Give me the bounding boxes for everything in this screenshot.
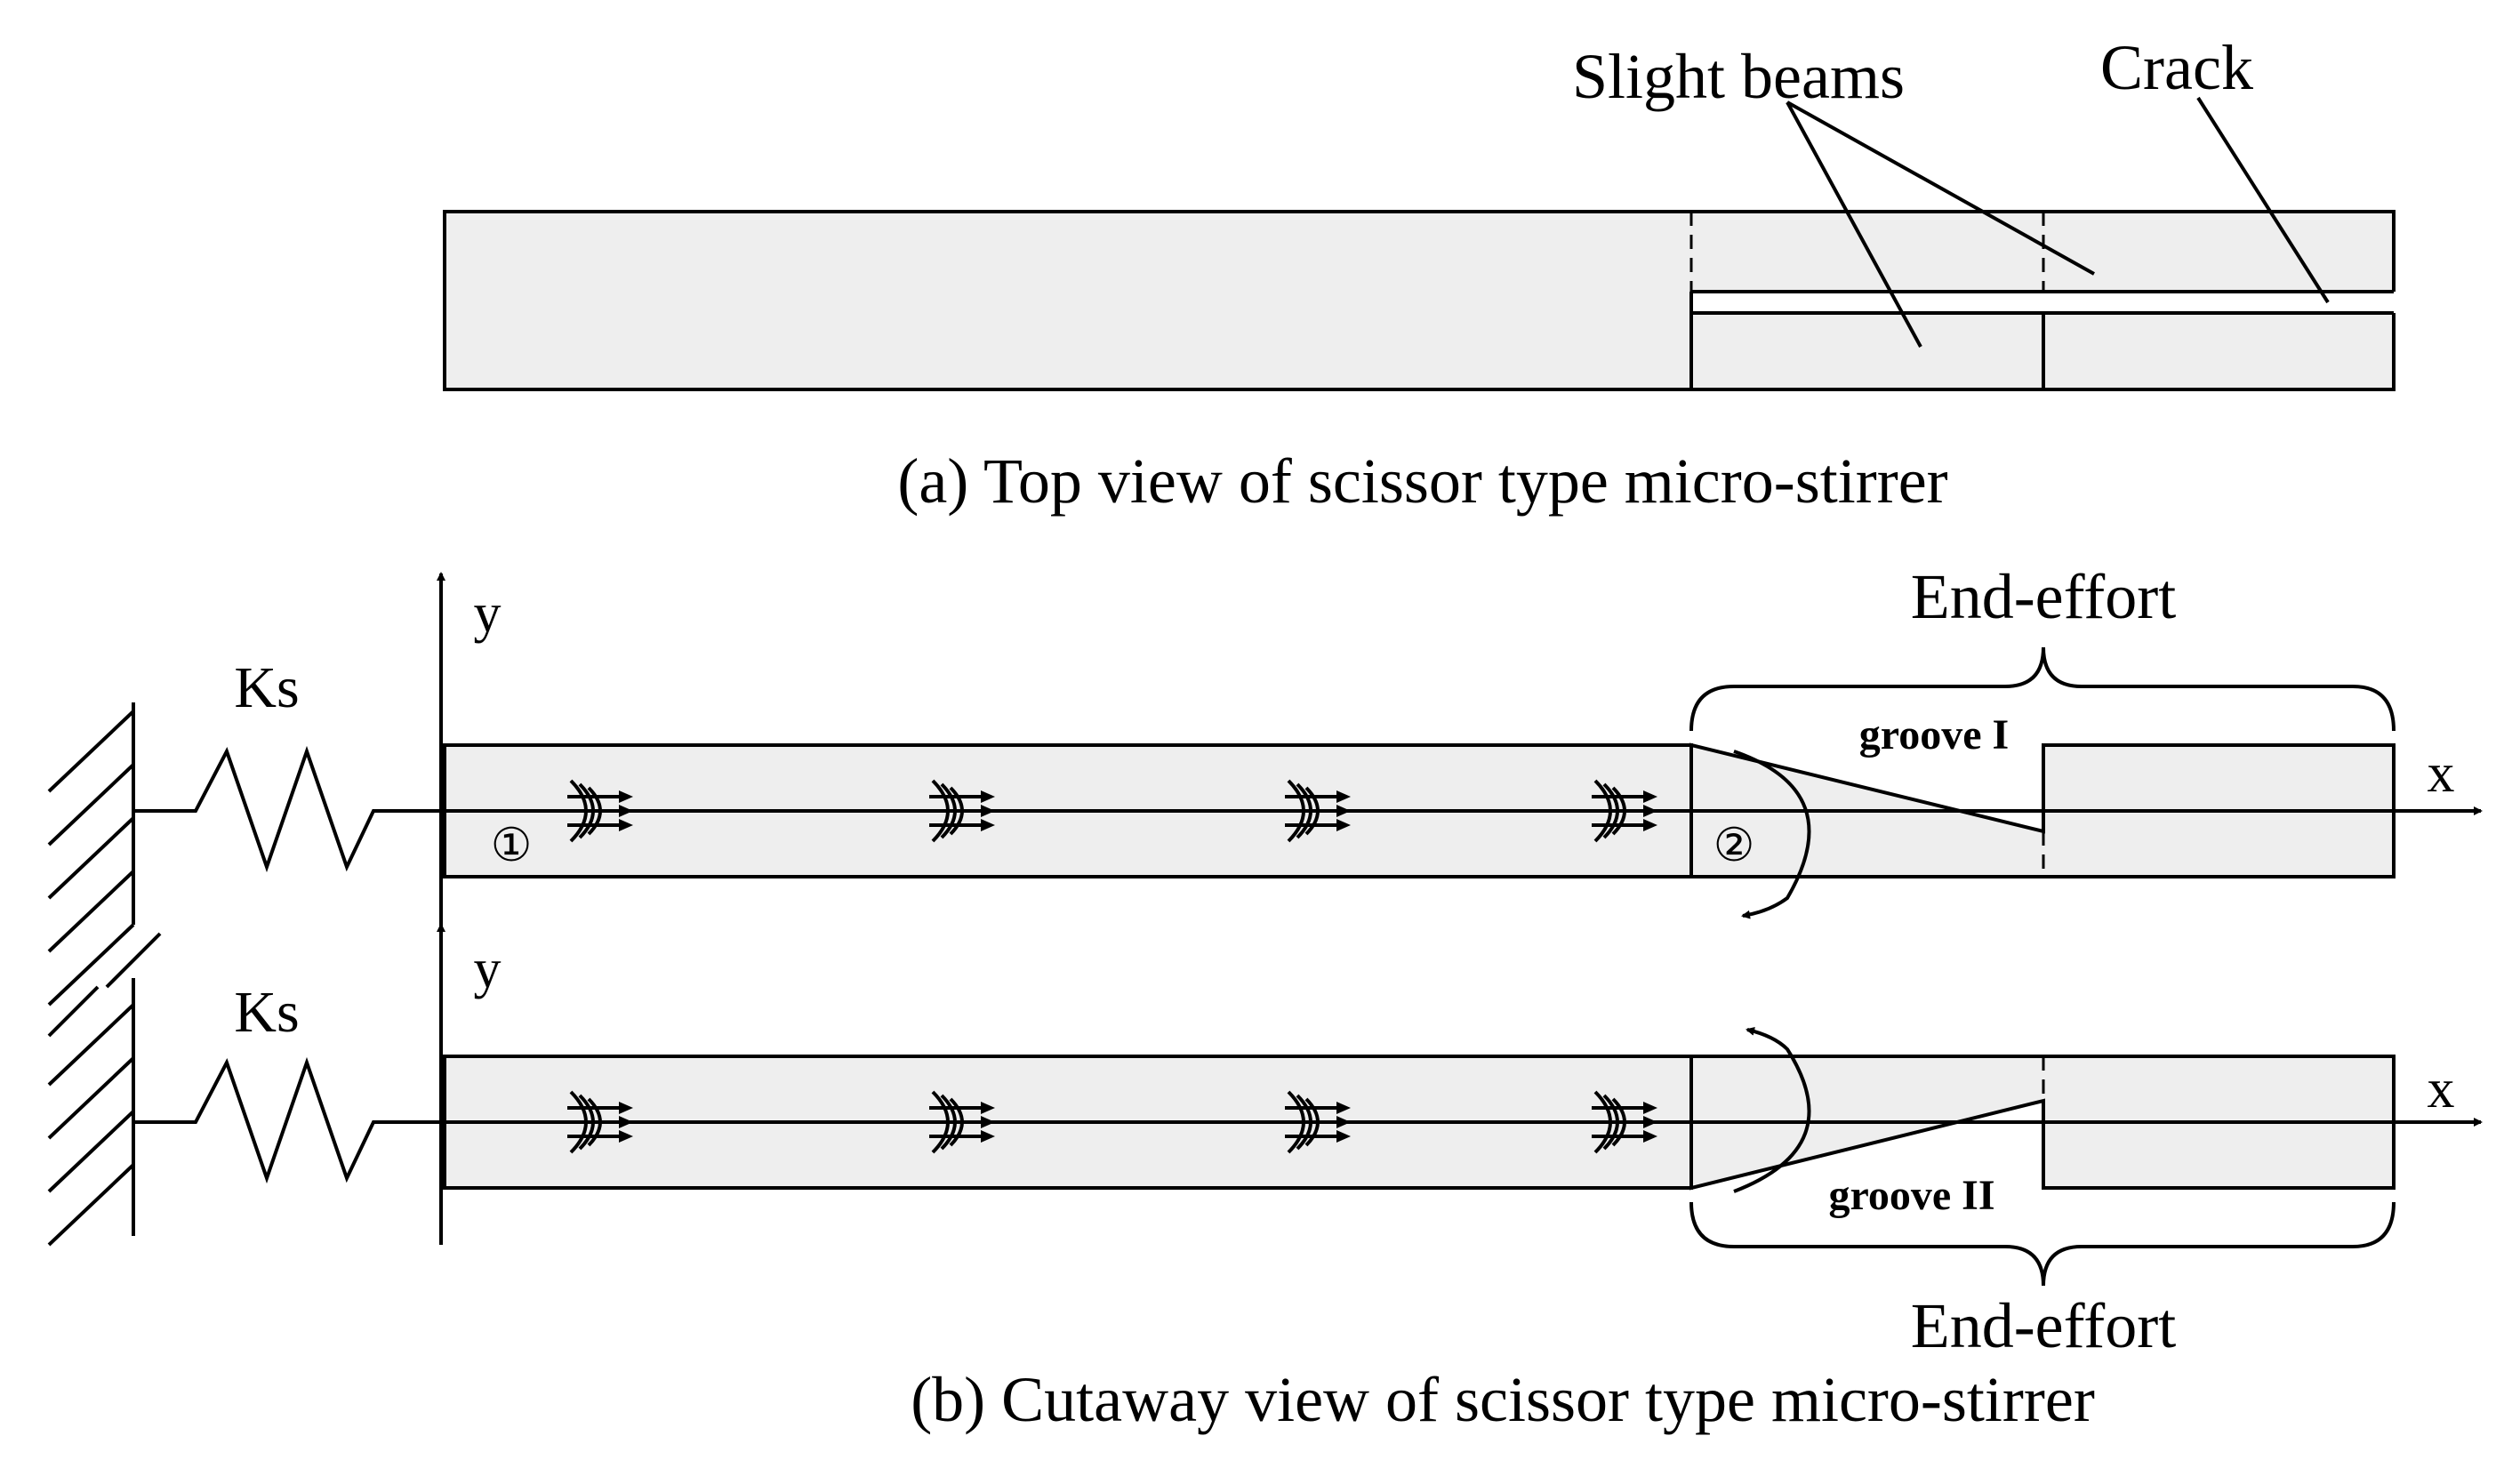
end-effort-label-lower: End-effort: [1911, 1290, 2177, 1361]
spring-lower: [133, 1056, 445, 1184]
ks-label-upper: Ks: [234, 655, 299, 720]
circled-2-label: ②: [1713, 821, 1755, 871]
end-effort-brace-lower: [1689, 1201, 2396, 1287]
cutaway-lower: Ks y x groove II End-effort (b) Cutaway …: [133, 923, 2483, 1435]
x-label-upper: x: [2428, 743, 2455, 804]
crack-label: Crack: [2100, 32, 2253, 103]
x-label-lower: x: [2428, 1059, 2455, 1119]
circled-1-label: ①: [491, 821, 533, 871]
caption-b: (b) Cutaway view of scissor type micro-s…: [911, 1364, 2095, 1435]
end-effort-label-upper: End-effort: [1911, 561, 2177, 632]
top-view: Slight beams Crack (a) Top view of sciss…: [443, 32, 2396, 517]
cutaway-upper: Ks y x ① ② groove I End-effort: [133, 561, 2483, 934]
end-effort-brace-upper: [1689, 646, 2396, 732]
rotation-arrow-lower: [1733, 1026, 1811, 1193]
crack-leader: [2196, 96, 2330, 304]
slight-beams-leader-upper: [1786, 100, 2095, 276]
spring-upper: [133, 745, 445, 873]
slight-beams-leader-lower: [1786, 101, 1922, 348]
ks-label-lower: Ks: [234, 980, 299, 1045]
caption-a: (a) Top view of scissor type micro-stirr…: [897, 445, 1947, 517]
fixed-wall: [47, 702, 162, 1247]
groove-1-label: groove I: [1859, 711, 2009, 758]
y-label-lower: y: [474, 939, 502, 999]
slight-beams-label: Slight beams: [1572, 41, 1905, 112]
groove-2-label: groove II: [1828, 1172, 1994, 1219]
crack-gap: [1691, 292, 2396, 313]
rotation-arrow-upper: [1733, 750, 1811, 919]
y-label-upper: y: [474, 583, 502, 644]
